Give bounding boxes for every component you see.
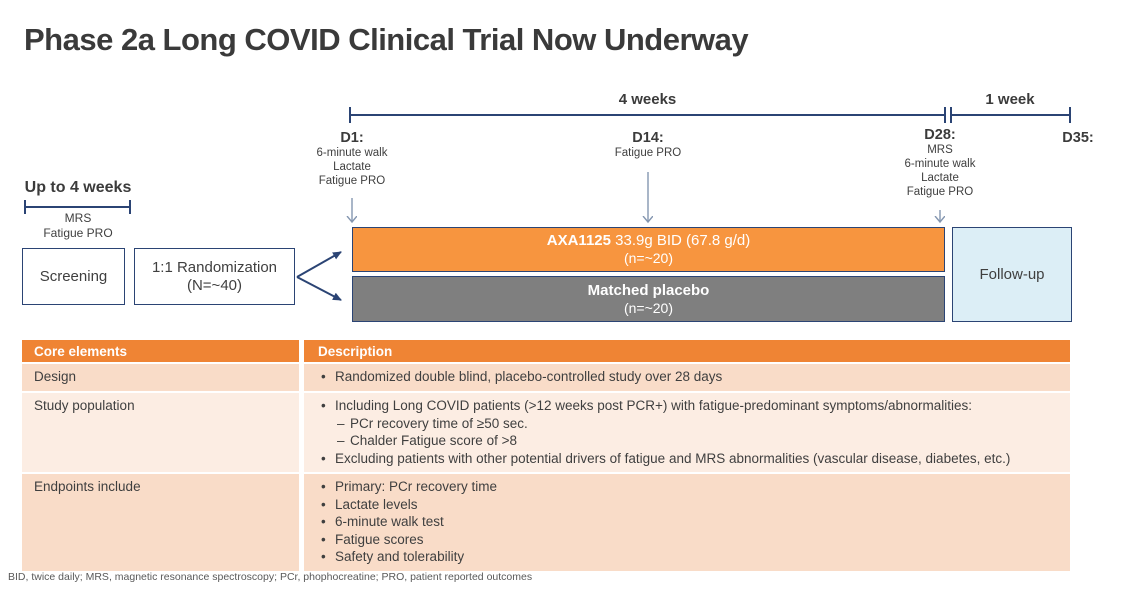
- table-header-description: Description: [304, 340, 1070, 362]
- row-description: Randomized double blind, placebo-control…: [304, 364, 1070, 391]
- table-bullet: Including Long COVID patients (>12 weeks…: [304, 397, 1062, 415]
- day-assessment: 6-minute walk: [904, 158, 976, 170]
- drug-name: AXA1125: [546, 232, 611, 249]
- table-sub-bullet: PCr recovery time of ≥50 sec.: [304, 415, 1062, 433]
- row-description: Primary: PCr recovery time Lactate level…: [304, 474, 1070, 571]
- placebo-arm-bar: Matched placebo (n=~20): [352, 276, 945, 322]
- day-label: D14:: [632, 130, 664, 146]
- table-bullet: Safety and tolerability: [304, 548, 1062, 566]
- day-assessment: MRS: [927, 144, 953, 156]
- day-d28-block: D28: MRS 6-minute walk Lactate Fatigue P…: [880, 127, 1000, 199]
- placebo-arm-label: Matched placebo: [587, 281, 710, 299]
- drug-dose: 33.9g BID (67.8 g/d): [610, 232, 751, 249]
- table-row: Study population Including Long COVID pa…: [22, 393, 1070, 472]
- table-row: Endpoints include Primary: PCr recovery …: [22, 474, 1070, 571]
- row-label: Endpoints include: [22, 474, 299, 571]
- table-header-core-elements: Core elements: [22, 340, 299, 362]
- table-row: Design Randomized double blind, placebo-…: [22, 364, 1070, 391]
- page-title: Phase 2a Long COVID Clinical Trial Now U…: [24, 22, 749, 57]
- table-bullet: Primary: PCr recovery time: [304, 478, 1062, 496]
- day-d14-block: D14: Fatigue PRO: [588, 130, 708, 160]
- fork-arrow-placebo: [296, 276, 342, 301]
- screening-assessment: MRS: [64, 211, 92, 225]
- randomization-line2: (N=~40): [186, 276, 242, 294]
- placebo-arm-n: (n=~20): [623, 299, 674, 316]
- day-label: D28:: [924, 127, 956, 143]
- day-assessment: Lactate: [921, 172, 959, 184]
- day-assessment: Lactate: [333, 161, 371, 173]
- timeline-1week-bracket: [950, 107, 1071, 123]
- row-description: Including Long COVID patients (>12 weeks…: [304, 393, 1070, 472]
- screening-assessment: Fatigue PRO: [43, 226, 113, 240]
- day-assessment: Fatigue PRO: [906, 186, 974, 198]
- screening-assessments: MRS Fatigue PRO: [18, 211, 138, 241]
- table-bullet: Randomized double blind, placebo-control…: [304, 368, 1062, 386]
- randomization-line1: 1:1 Randomization: [151, 258, 278, 276]
- day-assessment: Fatigue PRO: [318, 175, 386, 187]
- randomization-box: 1:1 Randomization (N=~40): [134, 248, 295, 305]
- row-label: Study population: [22, 393, 299, 472]
- table-bullet: Excluding patients with other potential …: [304, 450, 1062, 468]
- timeline-4week-bracket: [349, 107, 946, 123]
- fork-arrow-treatment: [296, 251, 342, 278]
- label-up-to-4-weeks: Up to 4 weeks: [24, 179, 132, 196]
- day-assessment: 6-minute walk: [316, 147, 388, 159]
- table-bullet: Lactate levels: [304, 496, 1062, 514]
- day-label: D35:: [1062, 130, 1094, 146]
- table-sub-bullet: Chalder Fatigue score of >8: [304, 432, 1062, 450]
- table-bullet: Fatigue scores: [304, 531, 1062, 549]
- table-header-row: Core elements Description: [22, 340, 1070, 362]
- abbreviations-footnote: BID, twice daily; MRS, magnetic resonanc…: [8, 571, 533, 583]
- screening-label: Screening: [39, 267, 108, 285]
- label-4-weeks: 4 weeks: [618, 91, 677, 108]
- day-d1-block: D1: 6-minute walk Lactate Fatigue PRO: [292, 130, 412, 188]
- randomization-label: 1:1 Randomization (N=~40): [152, 259, 277, 295]
- day-d35-block: D35:: [1043, 130, 1113, 146]
- row-label: Design: [22, 364, 299, 391]
- label-1-week: 1 week: [985, 91, 1035, 108]
- day-label: D1:: [340, 130, 364, 146]
- followup-box: Follow-up: [952, 227, 1072, 322]
- core-elements-table: Core elements Description Design Randomi…: [22, 340, 1070, 573]
- treatment-arm-n: (n=~20): [623, 250, 674, 266]
- followup-label: Follow-up: [979, 265, 1045, 283]
- treatment-arm-label: AXA1125 33.9g BID (67.8 g/d): [353, 232, 944, 250]
- table-bullet: 6-minute walk test: [304, 513, 1062, 531]
- day-assessment: Fatigue PRO: [614, 147, 682, 159]
- treatment-arm-bar: AXA1125 33.9g BID (67.8 g/d) (n=~20): [352, 227, 945, 272]
- screening-box: Screening: [22, 248, 125, 305]
